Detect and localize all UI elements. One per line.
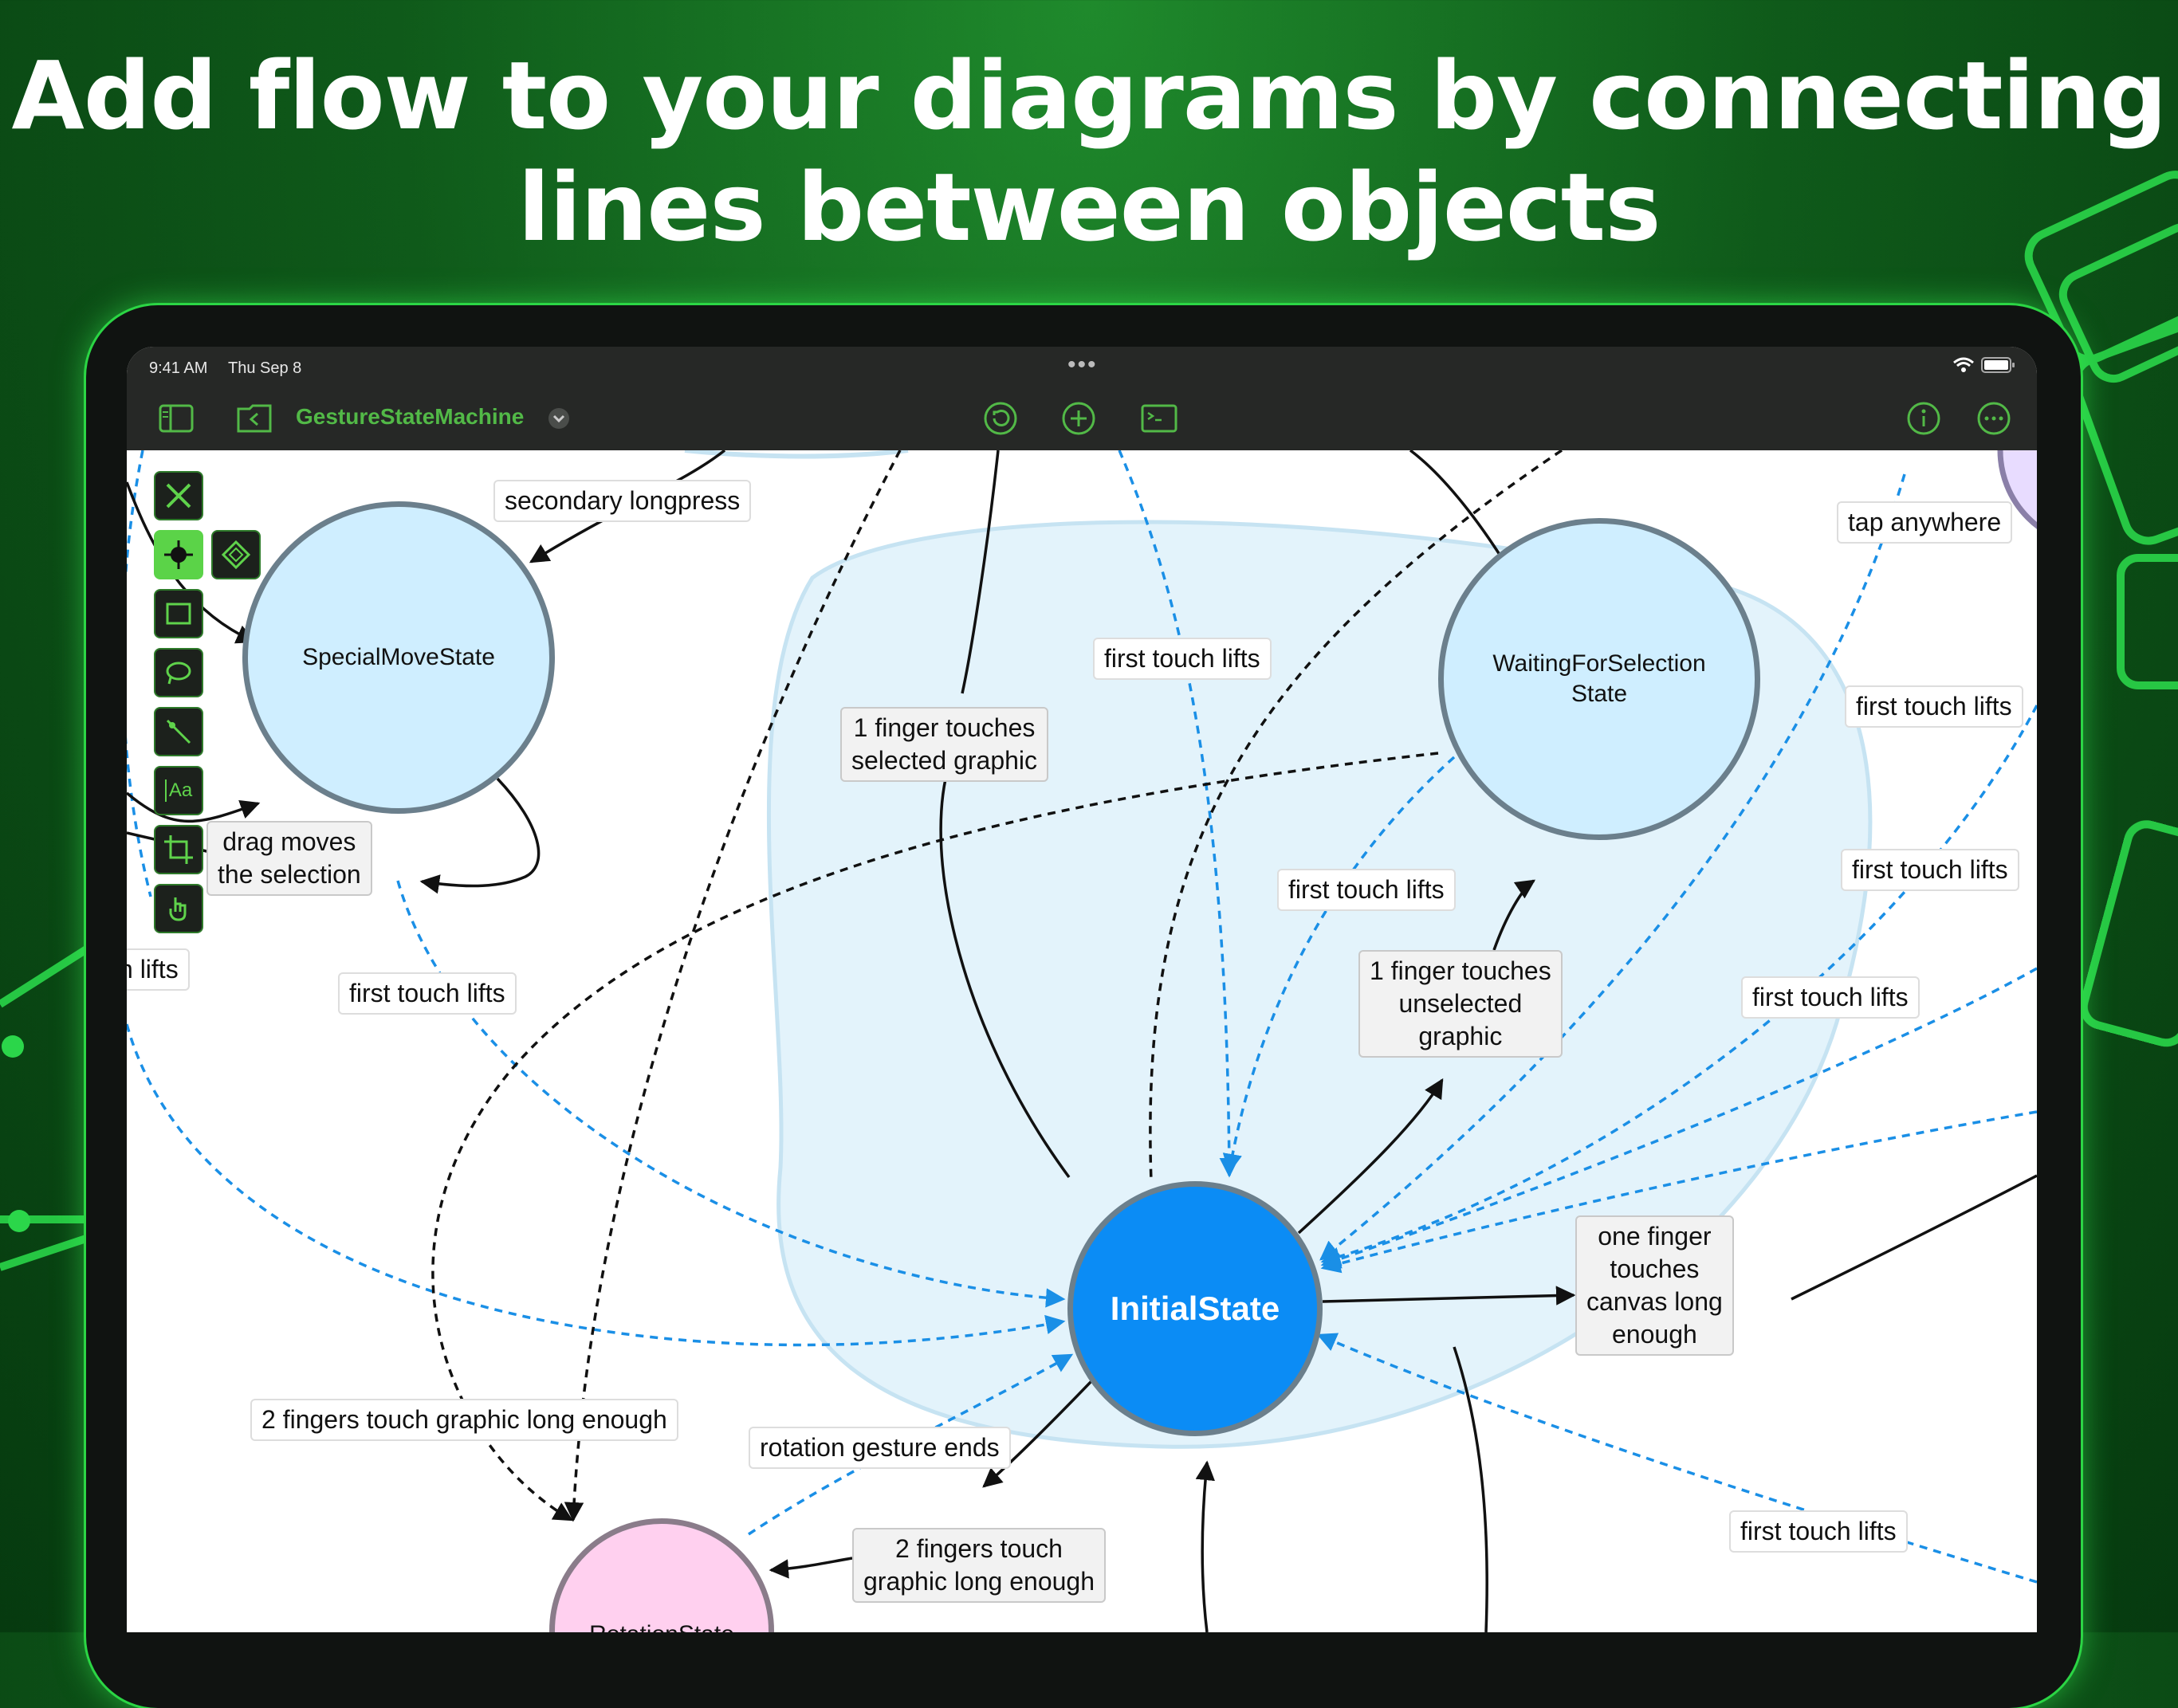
hand-pointer-icon [169, 897, 187, 921]
label-one-finger-unselected-graphic[interactable]: 1 finger touches unselected graphic [1358, 950, 1563, 1058]
info-icon[interactable] [1906, 401, 1941, 436]
node-label: InitialState [1110, 1290, 1280, 1327]
label-first-touch-lifts-bottom[interactable]: first touch lifts [1729, 1510, 1908, 1553]
battery-icon [1981, 357, 2015, 373]
lasso-tool[interactable] [154, 648, 203, 697]
chevron-down-icon[interactable] [548, 407, 570, 430]
document-title[interactable]: GestureStateMachine [296, 404, 525, 429]
label-secondary-longpress[interactable]: secondary longpress [493, 480, 752, 522]
label-tap-anywhere[interactable]: tap anywhere [1837, 501, 2013, 544]
pencil-ruler-icon [166, 483, 191, 508]
target-icon [164, 540, 193, 569]
wifi-icon [1953, 357, 1974, 372]
label-drag-moves-selection[interactable]: drag moves the selection [206, 821, 372, 896]
toolbar: GestureStateMachine [127, 387, 2037, 450]
rectangle-tool[interactable] [154, 589, 203, 638]
node-label: SpecialMoveState [302, 644, 495, 670]
more-icon[interactable] [1976, 401, 2011, 436]
hand-tool[interactable] [154, 884, 203, 933]
node-label: WaitingForSelection State [1492, 650, 1706, 707]
undo-icon[interactable] [983, 401, 1018, 436]
label-first-touch-lifts-right-3[interactable]: first touch lifts [1741, 976, 1920, 1019]
label-one-finger-touches-canvas[interactable]: one finger touches canvas long enough [1575, 1215, 1734, 1356]
diamond-icon [221, 540, 251, 570]
crop-tool[interactable] [154, 825, 203, 874]
label-two-fingers-touch-graphic-long[interactable]: 2 fingers touch graphic long enough [250, 1399, 678, 1441]
status-time: 9:41 AM [149, 359, 208, 377]
label-partial-lifts[interactable]: h lifts [127, 948, 190, 991]
headline-line-1: Add flow to your diagrams by connecting [11, 41, 2167, 151]
node-waiting-for-selection-state[interactable]: WaitingForSelection State [1438, 518, 1760, 840]
label-one-finger-selected-graphic[interactable]: 1 finger touches selected graphic [840, 707, 1049, 782]
label-first-touch-lifts-left[interactable]: first touch lifts [338, 972, 517, 1015]
node-initial-state[interactable]: InitialState [1067, 1181, 1323, 1436]
label-two-fingers-touch-graphic[interactable]: 2 fingers touch graphic long enough [852, 1528, 1107, 1603]
background-decoration [0, 171, 2178, 1271]
node-special-move-state[interactable]: SpecialMoveState [242, 501, 555, 814]
text-tool[interactable]: Aa [154, 766, 203, 815]
headline-line-2: lines between objects [517, 152, 1661, 262]
status-date: Thu Sep 8 [228, 359, 302, 377]
pen-line-icon [166, 719, 191, 744]
add-icon[interactable] [1061, 401, 1096, 436]
multitasking-dots[interactable]: ••• [1067, 351, 1098, 378]
crop-icon [164, 835, 193, 864]
label-first-touch-lifts-right-1[interactable]: first touch lifts [1845, 685, 2023, 728]
diamond-tool[interactable] [211, 530, 261, 579]
diagram-canvas[interactable]: SpecialMoveState WaitingForSelection Sta… [127, 450, 2037, 1632]
label-first-touch-lifts-mid[interactable]: first touch lifts [1277, 869, 1456, 911]
pencil-ruler-tool[interactable] [154, 471, 203, 520]
node-label: RotationState [589, 1620, 734, 1632]
select-tool[interactable] [154, 530, 203, 579]
app-screen: 9:41 AM Thu Sep 8 ••• GestureStateMachin… [127, 347, 2037, 1632]
text-icon: Aa [164, 779, 192, 802]
sidebar-icon[interactable] [159, 404, 194, 433]
line-tool[interactable] [154, 707, 203, 756]
lasso-icon [166, 662, 191, 685]
headline: Add flow to your diagrams by connecting … [0, 40, 2178, 263]
terminal-icon[interactable] [1141, 404, 1177, 433]
rectangle-icon [166, 603, 191, 625]
status-bar: 9:41 AM Thu Sep 8 ••• [127, 347, 2037, 387]
folder-back-icon[interactable] [237, 402, 272, 434]
label-first-touch-lifts-right-2[interactable]: first touch lifts [1841, 849, 2019, 891]
label-rotation-gesture-ends[interactable]: rotation gesture ends [749, 1427, 1011, 1469]
label-first-touch-lifts-top[interactable]: first touch lifts [1093, 638, 1272, 680]
